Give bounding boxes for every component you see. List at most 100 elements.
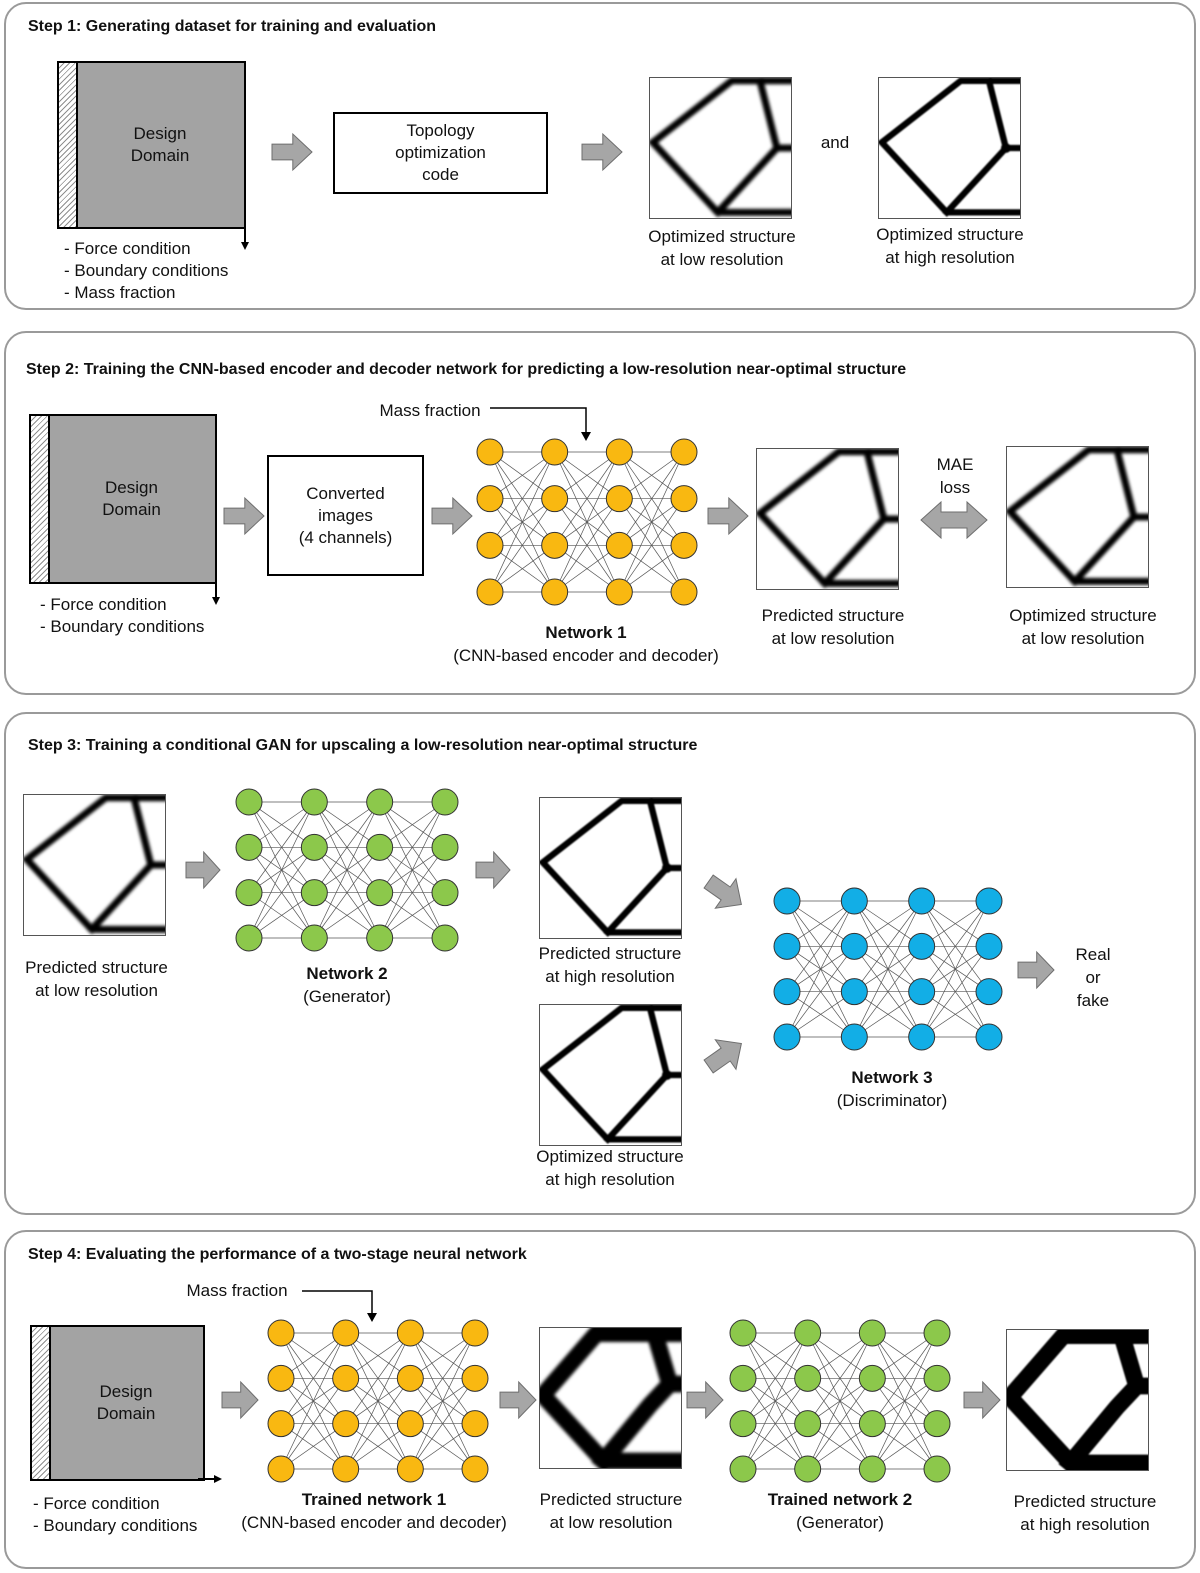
neuron-node bbox=[773, 1023, 801, 1051]
neuron-node bbox=[605, 485, 633, 513]
neuron-node bbox=[541, 531, 569, 559]
neuron-node bbox=[235, 879, 263, 907]
flow-arrow-right bbox=[431, 496, 473, 536]
step4-low-label: Predicted structure at low resolution bbox=[539, 1490, 683, 1532]
step2-design-domain: Design Domain bbox=[29, 414, 217, 584]
step2-mass-fraction-label: Mass fraction bbox=[379, 401, 481, 420]
neuron-node bbox=[541, 578, 569, 606]
neuron-node bbox=[431, 924, 459, 952]
step1-high-res-label: Optimized structure at high resolution bbox=[876, 225, 1024, 267]
step2-optimized-label: Optimized structure at low resolution bbox=[1009, 606, 1157, 648]
optimized-structure-low-res bbox=[1006, 446, 1149, 588]
neuron-node bbox=[858, 1364, 886, 1392]
step2-panel: Step 2: Training the CNN-based encoder a… bbox=[4, 331, 1196, 695]
trained-network-2-label: Trained network 2 (Generator) bbox=[767, 1490, 913, 1532]
neuron-node bbox=[773, 887, 801, 915]
step1-design-domain: Design Domain bbox=[57, 61, 246, 229]
flow-arrow-right bbox=[221, 1380, 259, 1420]
neuron-node bbox=[773, 932, 801, 960]
predicted-structure-low-res bbox=[756, 448, 899, 590]
neuron-node bbox=[729, 1455, 757, 1483]
neuron-node bbox=[858, 1455, 886, 1483]
force-arrow bbox=[212, 582, 220, 605]
neuron-node bbox=[332, 1319, 360, 1347]
neuron-node bbox=[366, 879, 394, 907]
neuron-node bbox=[858, 1410, 886, 1438]
neuron-node bbox=[975, 978, 1003, 1006]
neuron-node bbox=[396, 1319, 424, 1347]
neuron-node bbox=[476, 578, 504, 606]
flow-arrow-right bbox=[499, 1380, 537, 1420]
fixed-support-hatch bbox=[31, 416, 50, 582]
neuron-node bbox=[923, 1410, 951, 1438]
neuron-node bbox=[923, 1364, 951, 1392]
neuron-node bbox=[267, 1410, 295, 1438]
neuron-node bbox=[605, 578, 633, 606]
neuron-node bbox=[794, 1410, 822, 1438]
neuron-node bbox=[461, 1455, 489, 1483]
neuron-node bbox=[670, 531, 698, 559]
neuron-node bbox=[431, 788, 459, 816]
structure-shape bbox=[879, 78, 1020, 217]
step3-optimized-high-label: Optimized structure at high resolution bbox=[536, 1147, 684, 1189]
trained-network-2-diagram bbox=[729, 1319, 951, 1483]
flow-arrow-right bbox=[963, 1380, 1001, 1420]
structure-shape bbox=[650, 78, 791, 218]
neuron-node bbox=[729, 1319, 757, 1347]
flow-arrow-right bbox=[581, 132, 623, 172]
neuron-node bbox=[366, 833, 394, 861]
neuron-node bbox=[605, 531, 633, 559]
structure-shape bbox=[1007, 1330, 1148, 1470]
step4-title: Step 4: Evaluating the performance of a … bbox=[28, 1246, 527, 1263]
neuron-node bbox=[267, 1455, 295, 1483]
neuron-node bbox=[773, 978, 801, 1006]
neuron-node bbox=[235, 833, 263, 861]
neuron-node bbox=[235, 924, 263, 952]
flow-arrow-right bbox=[686, 1380, 724, 1420]
optimized-structure-low-res bbox=[649, 77, 792, 219]
neuron-node bbox=[300, 788, 328, 816]
arrow-to-discriminator-up bbox=[703, 1039, 742, 1074]
mae-loss-double-arrow bbox=[920, 500, 988, 540]
fixed-support-hatch bbox=[59, 63, 78, 227]
structure-shape bbox=[1007, 447, 1148, 587]
neuron-node bbox=[840, 887, 868, 915]
network-3-discriminator-diagram bbox=[773, 887, 1003, 1051]
mass-fraction-arrow bbox=[302, 1290, 377, 1322]
converted-images-box: Converted images (4 channels) bbox=[267, 455, 424, 576]
neuron-node bbox=[396, 1410, 424, 1438]
predicted-structure-high-res bbox=[539, 797, 682, 939]
and-label: and bbox=[820, 133, 850, 152]
topology-optimization-box: Topology optimization code bbox=[333, 112, 548, 194]
step3-predicted-high-label: Predicted structure at high resolution bbox=[538, 944, 682, 986]
optimized-structure-high-res bbox=[878, 77, 1021, 219]
step2-conditions: - Force condition - Boundary conditions bbox=[40, 595, 205, 636]
neuron-node bbox=[332, 1364, 360, 1392]
flow-arrow-right bbox=[271, 132, 313, 172]
predicted-structure-low-res bbox=[539, 1327, 682, 1469]
neuron-node bbox=[461, 1319, 489, 1347]
neuron-node bbox=[476, 531, 504, 559]
neuron-node bbox=[670, 485, 698, 513]
step4-mass-fraction-label: Mass fraction bbox=[186, 1281, 288, 1300]
neuron-node bbox=[366, 924, 394, 952]
step4-high-label: Predicted structure at high resolution bbox=[1013, 1492, 1157, 1534]
neuron-node bbox=[235, 788, 263, 816]
neuron-node bbox=[461, 1410, 489, 1438]
step1-conditions: - Force condition - Boundary conditions … bbox=[64, 239, 229, 302]
network-2-generator-diagram bbox=[235, 788, 459, 952]
arrow-to-discriminator-down bbox=[703, 874, 742, 909]
mae-loss-label: MAE loss bbox=[936, 455, 974, 497]
network-1-label: Network 1 (CNN-based encoder and decoder… bbox=[453, 623, 719, 665]
neuron-node bbox=[396, 1364, 424, 1392]
neuron-node bbox=[431, 879, 459, 907]
optimized-structure-high-res bbox=[539, 1004, 682, 1146]
predicted-structure-low-res-input bbox=[23, 794, 166, 936]
structure-shape bbox=[540, 1328, 681, 1468]
force-arrow bbox=[241, 227, 249, 250]
neuron-node bbox=[923, 1455, 951, 1483]
step3-title: Step 3: Training a conditional GAN for u… bbox=[28, 737, 698, 754]
neuron-node bbox=[923, 1319, 951, 1347]
network-3-label: Network 3 (Discriminator) bbox=[836, 1068, 948, 1110]
neuron-node bbox=[541, 438, 569, 466]
